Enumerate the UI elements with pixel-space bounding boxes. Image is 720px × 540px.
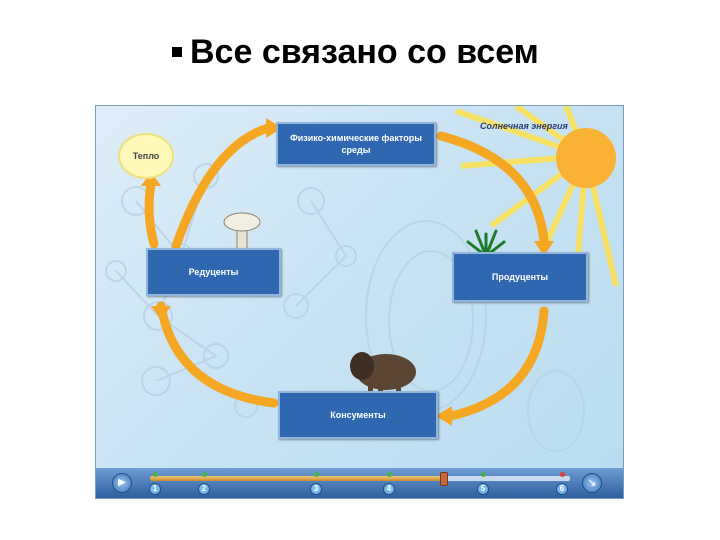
physchem-factors-box[interactable]: Физико-химические факторы среды: [276, 122, 436, 166]
marker-dot-4: [387, 472, 392, 477]
timeline-track[interactable]: [150, 476, 570, 481]
marker-dot-5: [481, 472, 486, 477]
marker-dot-6: [560, 472, 565, 477]
heat-node: Тепло: [118, 133, 174, 179]
sun-icon: [556, 128, 616, 188]
exit-button[interactable]: ↘: [582, 473, 602, 493]
timeline-marker-4[interactable]: 4: [383, 483, 395, 495]
timeline-bar: ▶ 1 2 3 4 5 6 ↘: [96, 468, 623, 498]
sun-label: Солнечная энергия: [480, 121, 568, 131]
timeline-marker-2[interactable]: 2: [198, 483, 210, 495]
reducers-label: Редуценты: [188, 267, 239, 277]
diagram-canvas: [105, 106, 619, 452]
producers-label: Продуценты: [491, 272, 549, 282]
marker-dot-2: [202, 472, 207, 477]
arrowhead-producers: [534, 241, 554, 256]
arrowhead-heat: [141, 172, 161, 186]
timeline-marker-3[interactable]: 3: [310, 483, 322, 495]
arrowhead-consumers: [436, 406, 452, 426]
heat-label: Тепло: [132, 151, 160, 161]
reducers-box[interactable]: Редуценты: [146, 248, 281, 296]
bullet-icon: [172, 47, 182, 57]
consumers-box[interactable]: Консументы: [278, 391, 438, 439]
arrow-consumers-to-reducers: [156, 301, 279, 408]
timeline-marker-5[interactable]: 5: [477, 483, 489, 495]
timeline-marker-1[interactable]: 1: [149, 483, 161, 495]
arrow-reducers-to-heat: [144, 179, 159, 249]
arrow-producers-to-consumers: [446, 306, 549, 421]
ecosystem-app-window: Тепло Солнечная энергия Физико-химически…: [95, 105, 624, 499]
timeline-scrubber[interactable]: [440, 472, 448, 486]
arrow-heads: [141, 118, 554, 426]
play-button[interactable]: ▶: [112, 473, 132, 493]
slide-title-text: Все связано со всем: [190, 32, 539, 71]
cycle-arrows: [144, 123, 549, 421]
consumers-label: Консументы: [330, 410, 386, 420]
producers-box[interactable]: Продуценты: [452, 252, 588, 302]
timeline-marker-6[interactable]: 6: [556, 483, 568, 495]
arrowhead-reducers: [151, 306, 171, 320]
arrow-reducers-to-physchem: [171, 123, 273, 251]
arrow-physchem-to-producers: [436, 131, 549, 246]
physchem-factors-label: Физико-химические факторы среды: [290, 133, 422, 155]
arrowhead-physchem: [266, 118, 282, 138]
marker-dot-3: [314, 472, 319, 477]
exit-icon: ↘: [587, 477, 597, 489]
play-icon: ▶: [118, 477, 126, 488]
timeline-track-remaining: [445, 476, 570, 481]
marker-dot-1: [153, 472, 158, 477]
slide-title: Все связано со всем: [172, 30, 539, 74]
